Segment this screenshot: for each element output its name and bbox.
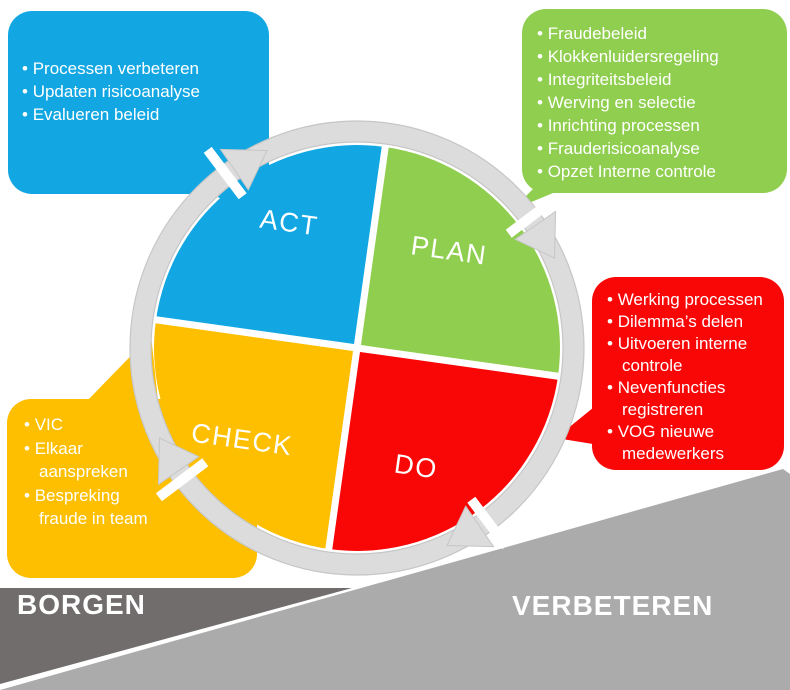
bullet-item: Werving en selectie: [537, 91, 781, 114]
bullet-item: Opzet Interne controle: [537, 160, 781, 183]
borgen-label: BORGEN: [17, 589, 146, 620]
sector-divider: [325, 347, 361, 552]
do-quadrant-label: DO: [392, 448, 440, 485]
bullet-item: Evalueren beleid: [22, 103, 261, 126]
cycle-arrow-icon: [514, 210, 557, 259]
bullet-item: Integriteitsbeleid: [537, 68, 781, 91]
plan-callout: FraudebeleidKlokkenluidersregelingIntegr…: [522, 9, 787, 193]
bullet-item: Dilemma’s delen: [607, 311, 780, 333]
check-callout-tail: [87, 335, 158, 401]
act-callout-list: Processen verbeterenUpdaten risicoanalys…: [22, 57, 261, 126]
sector-divider: [356, 344, 561, 380]
act-callout: Processen verbeterenUpdaten risicoanalys…: [8, 11, 269, 194]
plan-callout-list: FraudebeleidKlokkenluidersregelingIntegr…: [537, 22, 781, 183]
cycle-arrow-icon: [446, 505, 495, 548]
ring-gap: [505, 194, 559, 238]
bullet-item: Nevenfuncties registreren: [607, 377, 780, 421]
sector-divider: [153, 316, 358, 352]
ring-gap: [467, 496, 511, 550]
bullet-item: Fraudebeleid: [537, 22, 781, 45]
bullet-item: Elkaar aanspreken: [24, 437, 152, 484]
check-callout-list: VICElkaar aansprekenBespreking fraude in…: [24, 413, 152, 531]
bullet-item: Processen verbeteren: [22, 57, 261, 80]
do-callout-list: Werking processenDilemma’s delenUitvoere…: [607, 289, 780, 465]
bullet-item: Frauderisicoanalyse: [537, 137, 781, 160]
bullet-item: Inrichting processen: [537, 114, 781, 137]
bullet-item: VOG nieuwe medewerkers: [607, 421, 780, 465]
bullet-item: Bespreking fraude in team: [24, 484, 152, 531]
do-callout: Werking processenDilemma’s delenUitvoere…: [592, 277, 784, 470]
bullet-item: Werking processen: [607, 289, 780, 311]
bullet-item: VIC: [24, 413, 152, 437]
bullet-item: Updaten risicoanalyse: [22, 80, 261, 103]
bullet-item: Uitvoeren interne controle: [607, 333, 780, 377]
plan-quadrant-label: PLAN: [409, 230, 490, 271]
bullet-item: Klokkenluidersregeling: [537, 45, 781, 68]
sector-divider: [353, 144, 389, 349]
act-quadrant-label: ACT: [258, 203, 321, 242]
do-sector: [328, 348, 558, 551]
verbeteren-label: VERBETEREN: [512, 590, 714, 621]
